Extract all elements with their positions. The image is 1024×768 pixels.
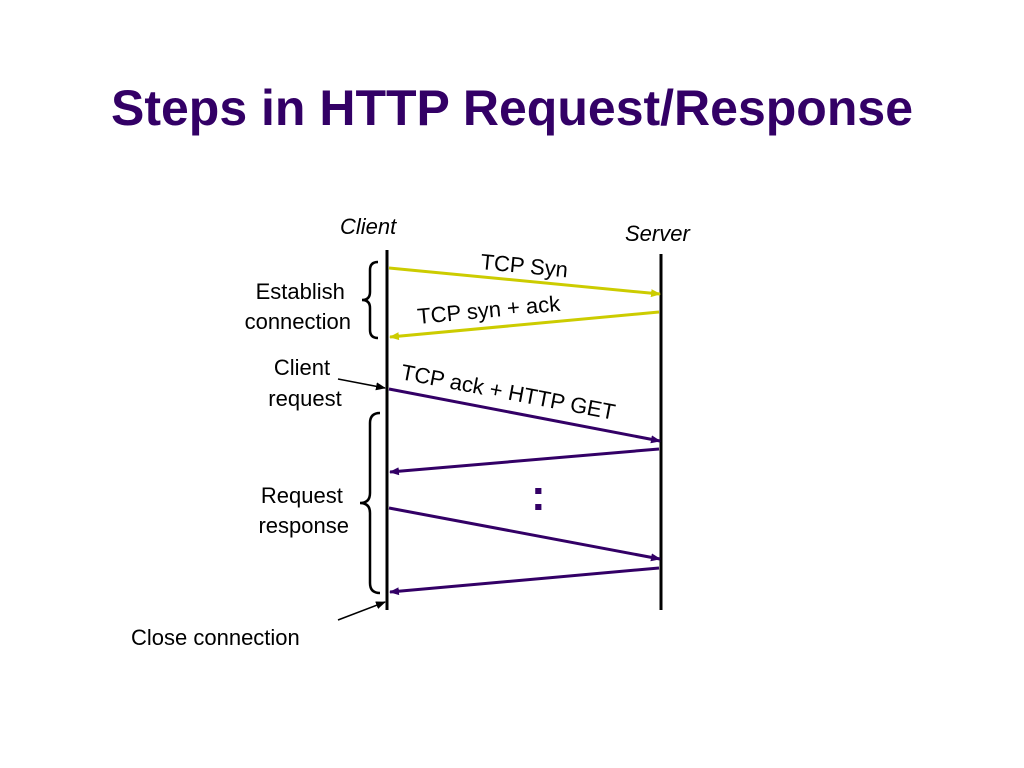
slide-title: Steps in HTTP Request/Response — [110, 80, 914, 136]
close-connection-pointer-icon — [337, 601, 386, 621]
request-arrow-2 — [388, 506, 661, 562]
client-request-line-2: request — [268, 386, 341, 411]
response-arrow-2 — [389, 566, 660, 596]
close-connection-label: Close connection — [131, 625, 300, 650]
establish-line-2: connection — [245, 309, 351, 334]
establish-line-1: Establish — [256, 279, 345, 304]
response-arrow-1 — [389, 447, 660, 476]
request-response-line-2: response — [258, 513, 349, 538]
request-response-brace-icon — [359, 411, 381, 595]
tcp-ack-get-arrow — [388, 387, 661, 444]
request-response-line-1: Request — [261, 483, 343, 508]
ellipsis: : — [531, 471, 546, 520]
tcp-syn-ack-arrow — [389, 310, 660, 341]
client-request-line-1: Client — [274, 355, 330, 380]
establish-brace-icon — [361, 260, 379, 340]
request-response-label: Request response — [258, 483, 349, 538]
client-request-pointer-icon — [337, 378, 386, 391]
client-request-label: Client request — [268, 355, 341, 411]
server-label: Server — [625, 221, 691, 246]
establish-connection-label: Establish connection — [245, 279, 351, 334]
tcp-syn-arrow — [388, 266, 661, 298]
tcp-ack-get-label: TCP ack + HTTP GET — [399, 359, 617, 424]
client-label: Client — [340, 214, 397, 239]
